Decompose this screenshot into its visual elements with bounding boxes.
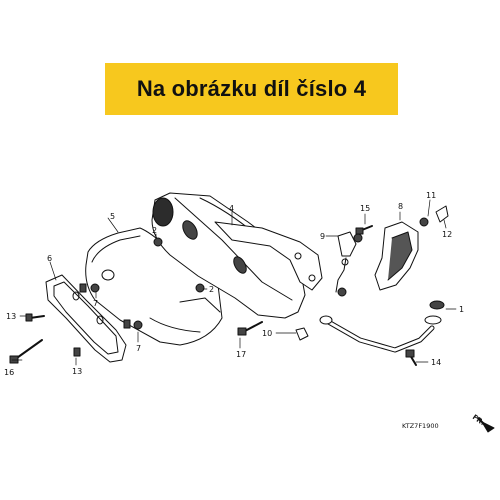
part-label-15: 15 [360, 204, 370, 213]
drawing-code: KTZ7F1900 [402, 422, 439, 430]
part-label-11: 11 [426, 191, 436, 200]
part-label-10: 10 [262, 329, 272, 338]
part-label-2a: 2 [152, 226, 157, 235]
part-label-2b: 2 [209, 285, 214, 294]
part-label-13a: 13 [6, 312, 16, 321]
part-labels: 5 4 2 2 6 7 7 13 13 16 17 10 9 15 8 11 1… [4, 191, 464, 377]
part-label-7b: 7 [136, 344, 141, 353]
title-banner: Na obrázku díl číslo 4 [105, 63, 398, 115]
part-label-12: 12 [442, 230, 452, 239]
muffler-guard [85, 227, 223, 346]
part-label-6: 6 [47, 254, 52, 263]
part-label-13b: 13 [72, 367, 82, 376]
leader-lines [11, 199, 457, 366]
part-label-8: 8 [398, 202, 403, 211]
part-label-7a: 7 [93, 299, 98, 308]
protector-plate [45, 274, 127, 363]
muffler-body [151, 192, 323, 319]
part-label-17: 17 [236, 350, 246, 359]
nuts [79, 237, 205, 330]
banner-text: Na obrázku díl číslo 4 [136, 76, 367, 101]
part-label-14: 14 [431, 358, 441, 367]
part-label-16: 16 [4, 368, 14, 377]
front-direction-arrow [477, 417, 495, 433]
o2-sensor [335, 231, 363, 297]
part-label-5: 5 [110, 212, 115, 221]
pipe-joint [295, 327, 309, 341]
part-label-9: 9 [320, 232, 325, 241]
part-label-1: 1 [459, 305, 464, 314]
part-label-4: 4 [229, 204, 234, 213]
heat-guard [374, 205, 449, 291]
bolts [9, 225, 417, 366]
exhaust-pipe [319, 300, 445, 353]
